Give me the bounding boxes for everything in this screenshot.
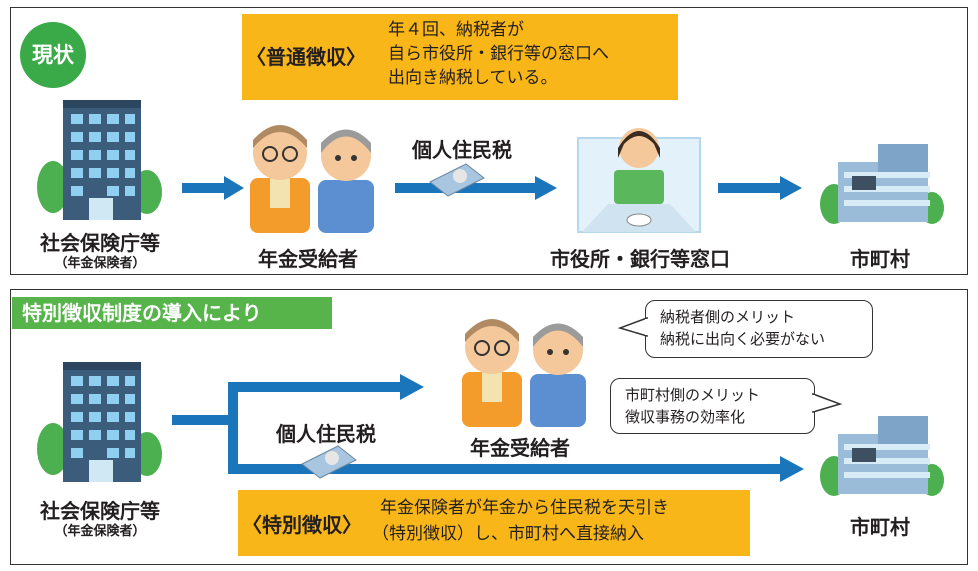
ordinary-collection-line-2: 自ら市役所・銀行等の窓口へ <box>388 44 609 64</box>
agency-label: 社会保険庁等 <box>40 231 160 255</box>
municipality-building-icon <box>820 144 944 224</box>
ordinary-collection-line-3: 出向き納税している。 <box>388 68 558 88</box>
taxpayer-merit-line-1: 納税者側のメリット <box>660 308 796 326</box>
arrow-pensioner-to-counter <box>395 176 557 200</box>
taxpayer-merit-bubble: 納税者側のメリット 納税に出向く必要がない <box>645 300 873 358</box>
municipality-label: 市町村 <box>850 515 910 539</box>
taxpayer-merit-bubble-tail <box>617 316 649 338</box>
current-badge: 現状 <box>20 22 86 88</box>
pensioner-label: 年金受給者 <box>470 436 570 460</box>
agency-building-icon <box>37 100 162 220</box>
special-collection-banner: 特別徴収制度の導入により <box>12 297 332 329</box>
counter-window-icon <box>577 128 701 233</box>
taxpayer-merit-line-2: 納税に出向く必要がない <box>660 330 826 348</box>
municipality-merit-line-2: 徴収事務の効率化 <box>625 408 746 426</box>
top-tax-label: 個人住民税 <box>412 138 512 162</box>
tax-document-icon <box>301 445 357 479</box>
agency-sub-label: （年金保険者） <box>54 524 146 539</box>
pensioner-label: 年金受給者 <box>258 247 358 271</box>
pensioner-couple-icon <box>462 319 586 427</box>
arrow-counter-to-municipality <box>718 176 802 200</box>
counter-label: 市役所・銀行等窓口 <box>550 247 730 271</box>
agency-label: 社会保険庁等 <box>40 499 160 523</box>
arrow-agency-to-pensioner <box>182 176 244 200</box>
special-collection-callout <box>238 490 750 556</box>
municipality-merit-bubble-tail <box>811 392 843 414</box>
ordinary-collection-title: 〈普通徴収〉 <box>246 45 366 69</box>
special-collection-line-2: （特別徴収）し、市町村へ直接納入 <box>372 524 644 544</box>
agency-sub-label: （年金保険者） <box>54 256 146 271</box>
pensioner-couple-icon <box>250 125 374 233</box>
municipality-building-icon <box>820 416 944 496</box>
tax-document-icon <box>429 163 485 197</box>
special-collection-line-1: 年金保険者が年金から住民税を天引き <box>380 498 669 518</box>
special-collection-title: 〈特別徴収〉 <box>242 513 362 537</box>
ordinary-collection-line-1: 年４回、納税者が <box>388 20 524 40</box>
municipality-merit-bubble: 市町村側のメリット 徴収事務の効率化 <box>610 378 815 434</box>
bottom-tax-label: 個人住民税 <box>276 422 376 446</box>
municipality-merit-line-1: 市町村側のメリット <box>625 386 761 404</box>
municipality-label: 市町村 <box>850 247 910 271</box>
split-arrow <box>172 374 804 482</box>
agency-building-icon <box>37 362 162 482</box>
ordinary-collection-callout <box>242 14 678 100</box>
